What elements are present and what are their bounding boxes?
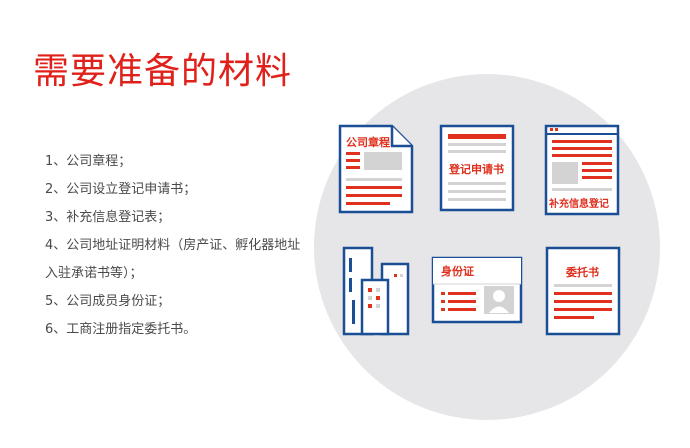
doc-label-supplement: 补充信息登记 (548, 197, 609, 210)
doc-label-id-card: 身份证 (441, 264, 474, 278)
doc-label-proxy: 委托书 (565, 265, 599, 279)
materials-list: 1、公司章程； 2、公司设立登记申请书； 3、补充信息登记表； 4、公司地址证明… (45, 148, 307, 344)
doc-label-articles: 公司章程 (346, 135, 390, 149)
proxy-document-icon: 委托书 (545, 246, 621, 336)
page-title: 需要准备的材料 (33, 51, 293, 92)
supplement-document-icon: 补充信息登记 (544, 124, 620, 216)
articles-document-icon: 公司章程 (338, 124, 414, 214)
application-document-icon: 登记申请书 (439, 124, 515, 212)
list-item: 3、补充信息登记表； (45, 210, 171, 225)
list-item: 2、公司设立登记申请书； (45, 182, 197, 197)
list-item: 6、工商注册指定委托书。 (45, 322, 197, 337)
doc-label-application: 登记申请书 (448, 162, 504, 176)
id-card-icon: 身份证 (431, 256, 523, 324)
buildings-icon (342, 246, 410, 336)
list-item: 4、公司地址证明材料（房产证、孵化器地址入驻承诺书等）； (45, 238, 301, 281)
list-item: 5、公司成员身份证； (45, 294, 171, 309)
list-item: 1、公司章程； (45, 154, 132, 169)
